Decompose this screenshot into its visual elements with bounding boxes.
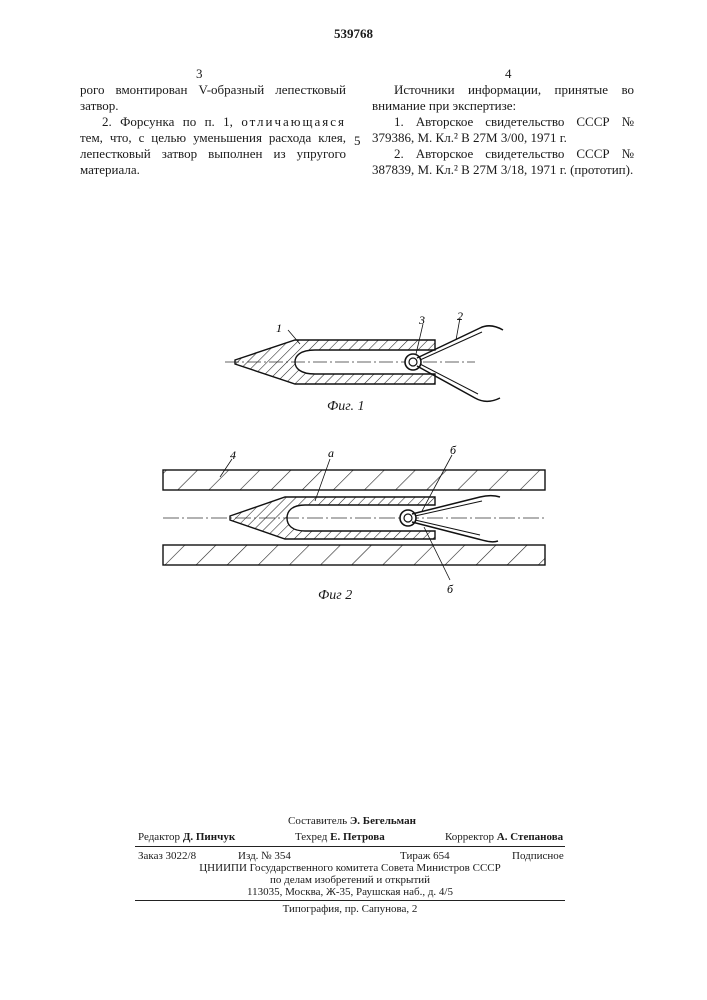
claim-2-start: 2. Форсунка по п. 1, — [102, 114, 233, 129]
left-column-number: 3 — [196, 66, 203, 82]
compiler-line: Составитель Э. Бегельман — [288, 815, 416, 828]
reference-1: 1. Авторское свидетельство СССР № 379386… — [372, 114, 634, 146]
pipe-lower-wall — [163, 545, 545, 565]
claim-2-rest: тем, что, с целью уменьшения расхода кле… — [80, 130, 346, 177]
fig2-label-a: а — [328, 446, 334, 460]
editor-label: Редактор — [138, 831, 180, 843]
corrector-label: Корректор — [445, 831, 494, 843]
editor-name: Д. Пинчук — [183, 831, 235, 843]
valve-axis — [400, 510, 416, 526]
printer-divider — [135, 900, 565, 901]
techred-label: Техред — [295, 831, 327, 843]
fig2-label-b-upper: б — [450, 445, 457, 457]
right-column-number: 4 — [505, 66, 512, 82]
corrector-name: А. Степанова — [497, 831, 563, 843]
fig2-label-b-lower: б — [447, 582, 454, 596]
margin-line-number: 5 — [354, 133, 361, 149]
figure-1-drawing: 1 3 2 — [220, 300, 540, 430]
figure-2-drawing: 4 а б б — [160, 445, 550, 605]
reference-2: 2. Авторское свидетельство СССР № 387839… — [372, 146, 634, 178]
printer-line: Типография, пр. Сапунова, 2 — [135, 903, 565, 916]
claim-continuation-paragraph: рого вмонтирован V-образный лепестковый … — [80, 82, 346, 114]
editor-credit: Редактор Д. Пинчук — [138, 831, 235, 844]
corrector-credit: Корректор А. Степанова — [445, 831, 563, 844]
compiler-name: Э. Бегельман — [350, 815, 416, 827]
imprint-divider — [135, 846, 565, 847]
left-column-text: рого вмонтирован V-образный лепестковый … — [80, 82, 346, 178]
fig1-label-2: 2 — [457, 309, 463, 323]
figure-2-caption: Фиг 2 — [318, 588, 352, 604]
organization-address: 113035, Москва, Ж-35, Раушская наб., д. … — [135, 886, 565, 899]
fig1-label-1: 1 — [276, 321, 282, 335]
fig1-label-3: 3 — [418, 313, 425, 327]
compiler-label: Составитель — [288, 815, 347, 827]
claim-2-spaced-word: отличающаяся — [241, 114, 346, 129]
techred-name: Е. Петрова — [330, 831, 385, 843]
figure-1-caption: Фиг. 1 — [327, 399, 365, 415]
claim-2-paragraph: 2. Форсунка по п. 1, отличающаяся тем, ч… — [80, 114, 346, 178]
fig2-label-4: 4 — [230, 448, 236, 462]
references-heading: Источники информации, принятые во вниман… — [372, 82, 634, 114]
techred-credit: Техред Е. Петрова — [295, 831, 385, 844]
patent-number: 539768 — [0, 26, 707, 42]
right-column-text: Источники информации, принятые во вниман… — [372, 82, 634, 178]
pipe-upper-wall — [163, 470, 545, 490]
